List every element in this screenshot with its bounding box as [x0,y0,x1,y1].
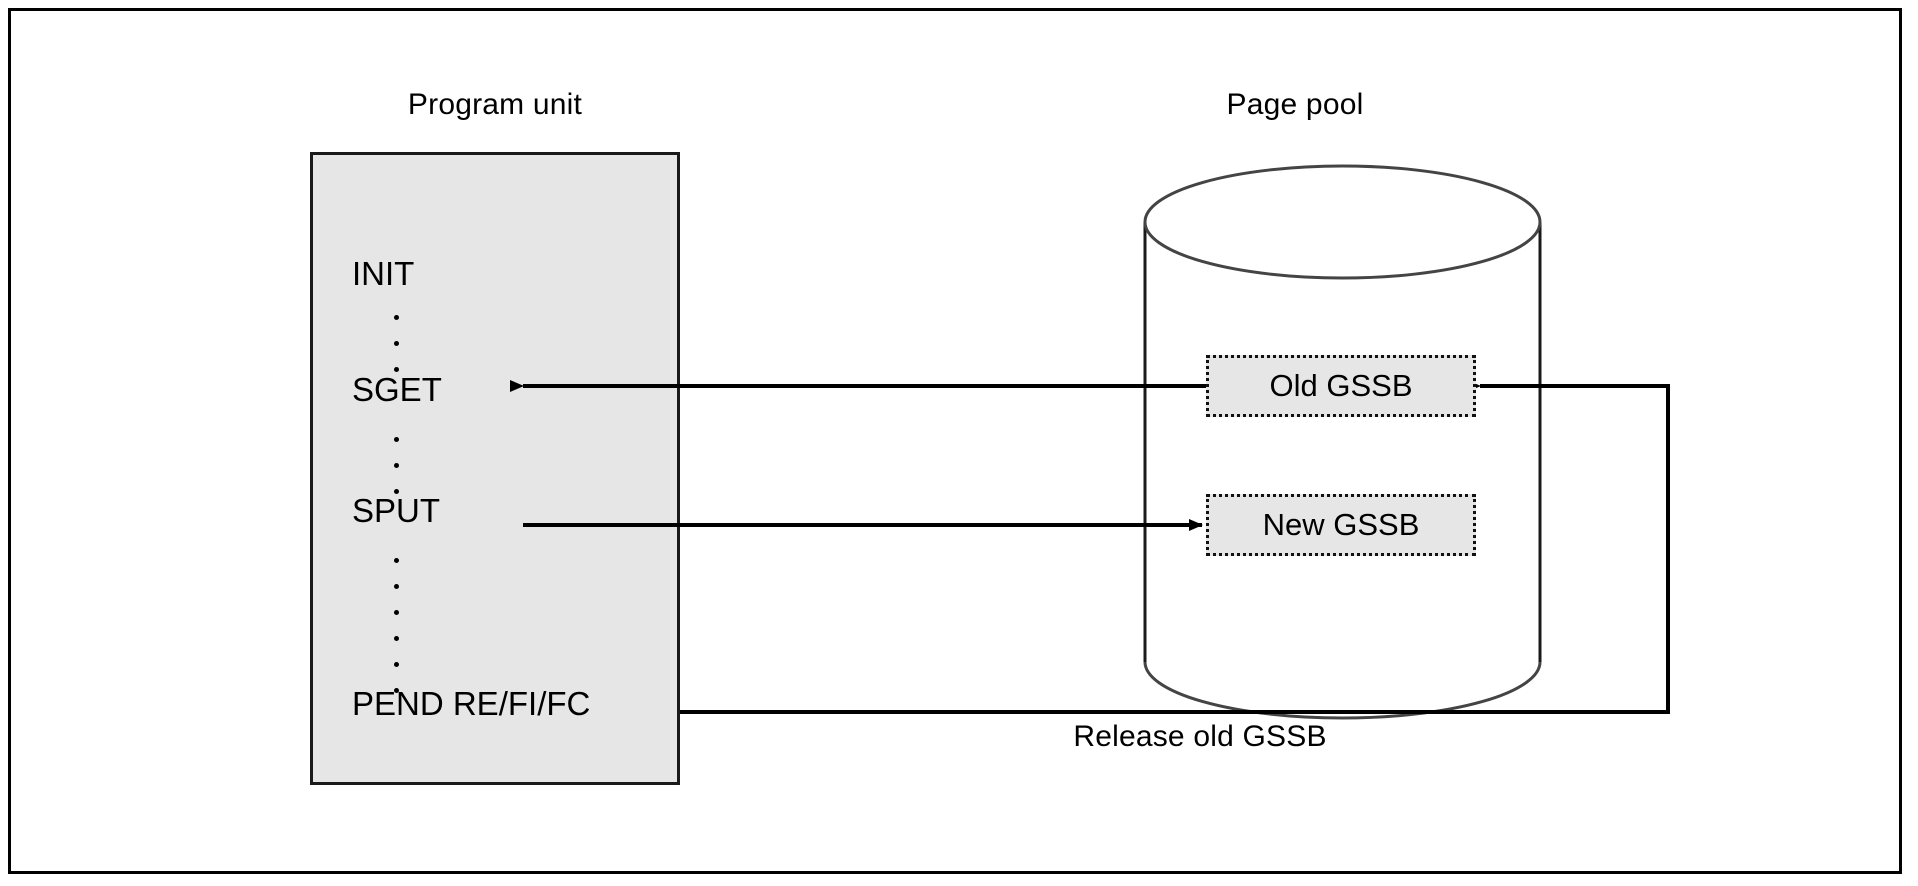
separator-dot [393,584,399,589]
separator-dot [393,463,399,468]
page-pool-title: Page pool [1226,88,1364,121]
dot-separator-init-sget [391,315,401,393]
old-gssb-label: Old GSSB [1269,368,1413,403]
dot-separator-sget-sput [391,437,401,515]
program-unit-title: Program unit [407,88,583,121]
separator-dot [393,688,399,693]
separator-dot [393,662,399,667]
separator-dot [393,489,399,494]
new-gssb-label: New GSSB [1262,507,1420,542]
program-unit-box [310,152,680,785]
separator-dot [393,367,399,372]
separator-dot [393,437,399,442]
separator-dot [393,341,399,346]
program-step-sget: SGET [352,371,442,408]
program-step-pend: PEND RE/FI/FC [352,685,591,722]
separator-dot [393,610,399,615]
dot-separator-sput-pend [391,558,401,714]
release-old-gssb-label: Release old GSSB [1073,720,1327,753]
program-step-sput: SPUT [352,492,441,529]
program-step-init: INIT [352,255,415,292]
separator-dot [393,315,399,320]
separator-dot [393,636,399,641]
new-gssb-block: New GSSB [1206,494,1476,556]
separator-dot [393,558,399,563]
old-gssb-block: Old GSSB [1206,355,1476,417]
